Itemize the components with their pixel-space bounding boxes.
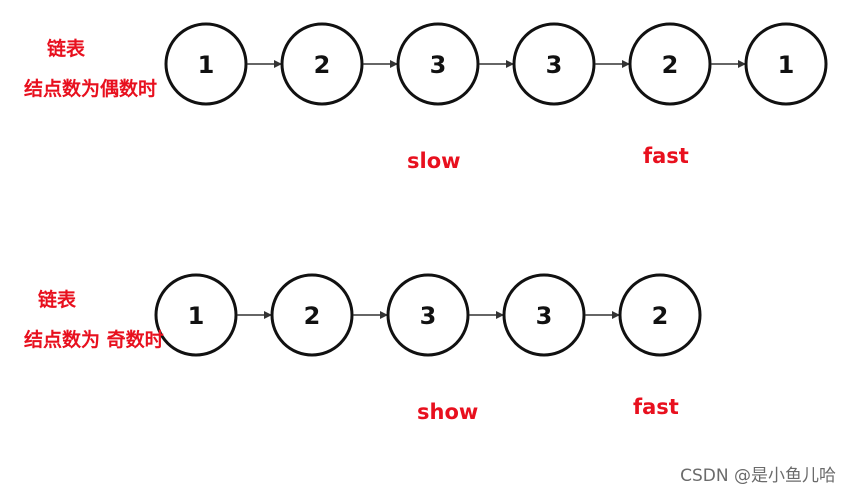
- odd-list-fast-pointer-label: fast: [633, 395, 679, 419]
- list-node-value: 2: [662, 51, 679, 79]
- list-node-circle: [280, 22, 364, 106]
- list-node-value: 2: [652, 302, 669, 330]
- list-node-circle: [164, 22, 248, 106]
- list-node-value: 3: [420, 302, 437, 330]
- list-node-value: 3: [430, 51, 447, 79]
- odd-list-slow-pointer-label: show: [417, 400, 479, 424]
- list-node-circle: [512, 22, 596, 106]
- even-list-caption-title: 链表: [47, 38, 86, 60]
- odd-list-caption-title: 链表: [38, 289, 77, 311]
- list-node-circle: [618, 273, 702, 357]
- list-node-circle: [628, 22, 712, 106]
- list-node-value: 1: [778, 51, 795, 79]
- list-node-value: 1: [198, 51, 215, 79]
- list-node-value: 2: [304, 302, 321, 330]
- list-node-circle: [744, 22, 828, 106]
- even-list-fast-pointer-label: fast: [643, 144, 689, 168]
- list-node-value: 3: [546, 51, 563, 79]
- list-node-value: 1: [188, 302, 205, 330]
- list-node-circle: [502, 273, 586, 357]
- even-list-caption-subtitle: 结点数为偶数时: [24, 78, 158, 100]
- list-node-circle: [396, 22, 480, 106]
- list-node-value: 2: [314, 51, 331, 79]
- even-linked-list: 1 2 3 3 2 1: [164, 22, 828, 106]
- list-node-value: 3: [536, 302, 553, 330]
- even-list-slow-pointer-label: slow: [407, 149, 461, 173]
- list-node-circle: [270, 273, 354, 357]
- list-node-circle: [386, 273, 470, 357]
- odd-linked-list: 1 2 3 3 2: [154, 273, 702, 357]
- odd-list-caption-subtitle: 结点数为 奇数时: [24, 329, 164, 351]
- list-node-circle: [154, 273, 238, 357]
- csdn-watermark: CSDN @是小鱼儿哈: [680, 466, 836, 486]
